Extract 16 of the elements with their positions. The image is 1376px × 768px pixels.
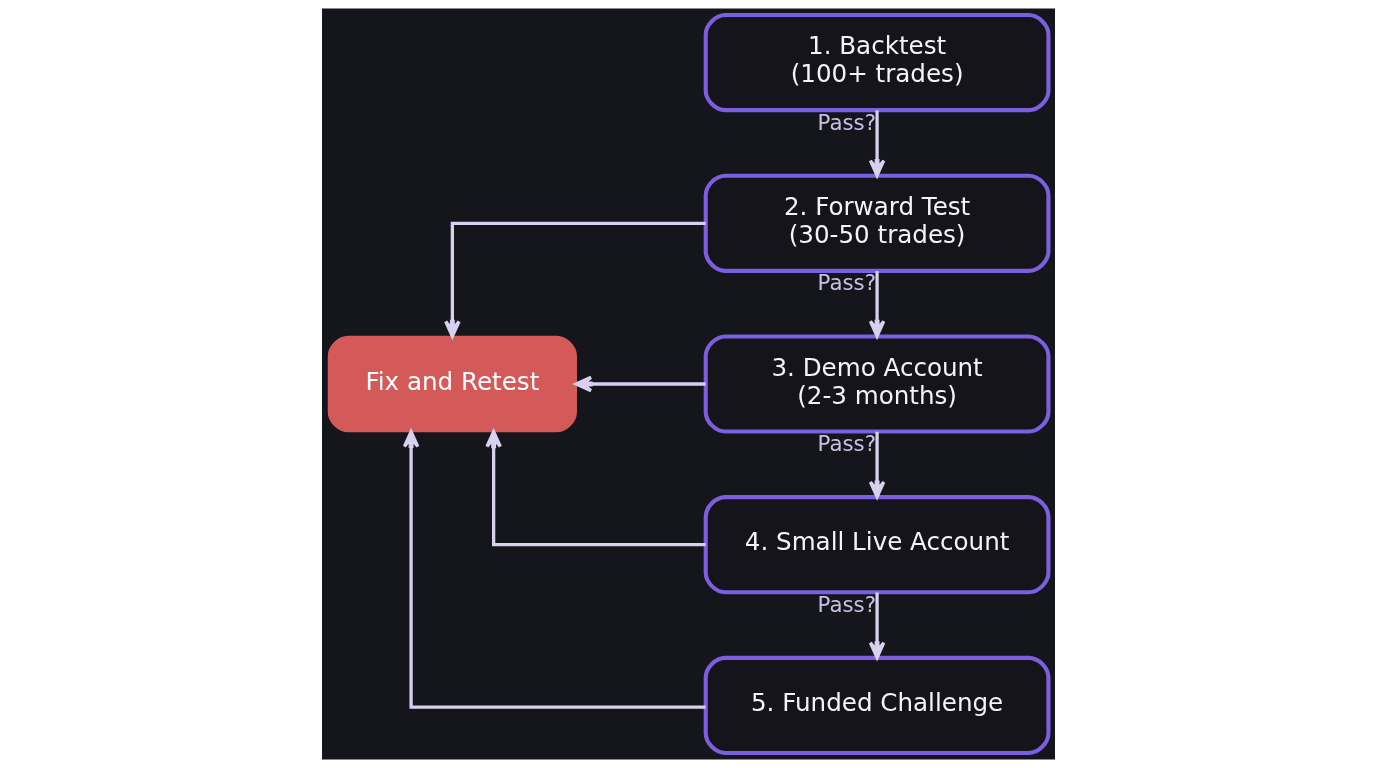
- node-box: 4. Small Live Account: [703, 495, 1050, 595]
- node-box: 1. Backtest (100+ trades): [703, 13, 1050, 113]
- arrow: [443, 221, 706, 338]
- arrow: [868, 431, 885, 499]
- edge-label: Pass?: [817, 270, 876, 296]
- arrow: [574, 375, 706, 393]
- node-box: Fix and Retest: [327, 335, 577, 433]
- arrow: [484, 430, 706, 547]
- arrow: [402, 430, 706, 709]
- arrow: [868, 592, 885, 660]
- node-box: 2. Forward Test (30-50 trades): [703, 173, 1050, 273]
- node-box: 5. Funded Challenge: [703, 655, 1050, 755]
- edge-label: Pass?: [817, 431, 876, 457]
- arrow: [868, 271, 885, 338]
- node-box: 3. Demo Account (2-3 months): [703, 334, 1050, 434]
- arrow: [868, 110, 885, 178]
